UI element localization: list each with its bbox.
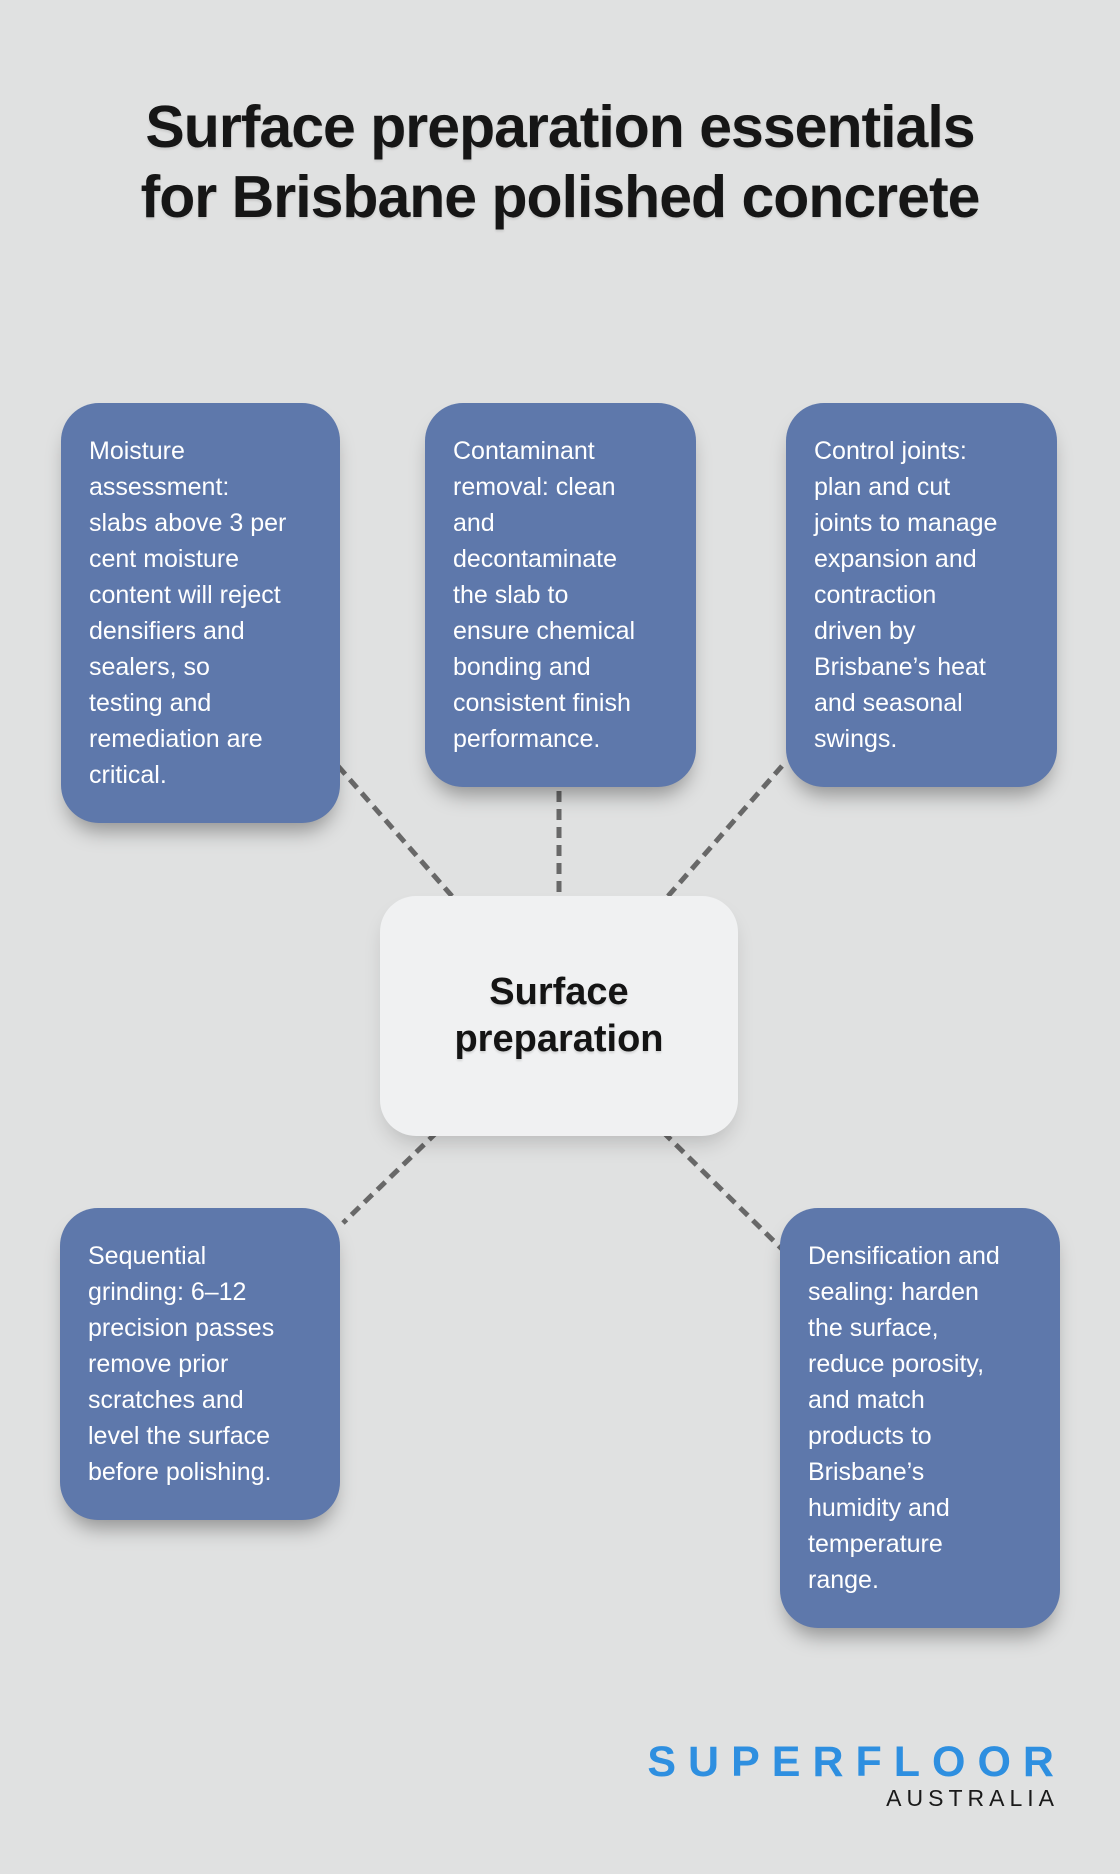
node-control-joints: Control joints: plan and cut joints to m…	[786, 403, 1057, 787]
center-node-surface-preparation: Surface preparation	[380, 896, 738, 1136]
connector-line-control-joints	[660, 764, 784, 905]
connector-line-densification	[661, 1130, 790, 1257]
brand-logo: SUPERFLOOR AUSTRALIA	[647, 1740, 1054, 1811]
page-title: Surface preparation essentials for Brisb…	[140, 94, 981, 230]
brand-name: SUPERFLOOR	[647, 1738, 1066, 1786]
node-densification-sealing: Densification and sealing: harden the su…	[780, 1208, 1060, 1628]
connector-line-grinding	[341, 1130, 439, 1225]
node-contaminant-removal: Contaminant removal: clean and decontami…	[425, 403, 696, 787]
connector-line-moisture	[336, 764, 460, 905]
node-moisture-assessment: Moisture assessment: slabs above 3 per c…	[61, 403, 340, 823]
brand-region: AUSTRALIA	[886, 1785, 1059, 1811]
node-sequential-grinding: Sequential grinding: 6–12 precision pass…	[60, 1208, 340, 1520]
